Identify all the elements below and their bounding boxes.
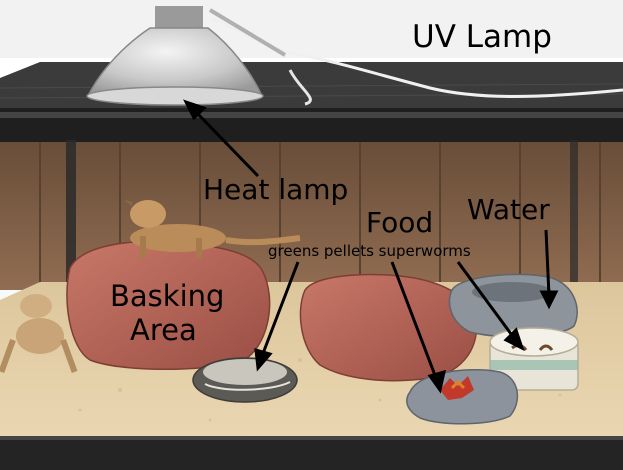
basking-label-line2: Area	[130, 313, 197, 347]
food-greens	[440, 376, 474, 400]
bearded-dragon-on-rock	[124, 200, 301, 258]
superworms-arrow-head	[503, 327, 525, 351]
pellets-arrow	[390, 261, 438, 379]
greens-arrow	[260, 261, 300, 357]
food-label: Food	[366, 206, 434, 239]
tank-bottom-rim	[0, 436, 623, 440]
superworm	[538, 344, 554, 351]
lamp-cord-loop	[288, 69, 312, 106]
tank-top-rim	[0, 112, 623, 118]
dish-stripe	[490, 360, 578, 370]
basking-label-line1: Basking	[110, 279, 225, 313]
bearded-dragon-on-sand	[0, 294, 78, 373]
uv-lamp-label: UV Lamp	[412, 19, 552, 55]
lamp-socket	[155, 6, 203, 28]
wall-top	[0, 0, 623, 58]
pellet-dish-highlight	[204, 381, 291, 391]
heat-lamp-rim	[86, 86, 264, 106]
greens-arrow-head	[254, 347, 273, 372]
pellet-dish-inner	[203, 359, 287, 385]
corner-post-left	[66, 140, 76, 290]
water-arrow	[544, 229, 551, 297]
water-arrow-head	[539, 290, 559, 310]
annotation-arrows	[183, 99, 559, 394]
heat-lamp-arrow	[194, 110, 260, 178]
superworms-arrow	[456, 261, 516, 339]
food-carrot	[450, 379, 466, 390]
water-label: Water	[467, 193, 550, 226]
corner-post-right	[570, 140, 578, 290]
tank-bottom-frame	[0, 436, 623, 470]
pellets-arrow-head	[427, 369, 447, 394]
water-surface	[472, 282, 552, 302]
superworm-dish-top	[489, 327, 579, 357]
heat-lamp-arrow-head	[183, 99, 207, 121]
lamp-clamp	[208, 8, 287, 57]
food-items-label: greens pellets superworms	[268, 242, 471, 260]
wood-grooves	[39, 140, 601, 290]
heat-lamp-label: Heat lamp	[203, 173, 349, 206]
center-rock	[299, 273, 478, 382]
